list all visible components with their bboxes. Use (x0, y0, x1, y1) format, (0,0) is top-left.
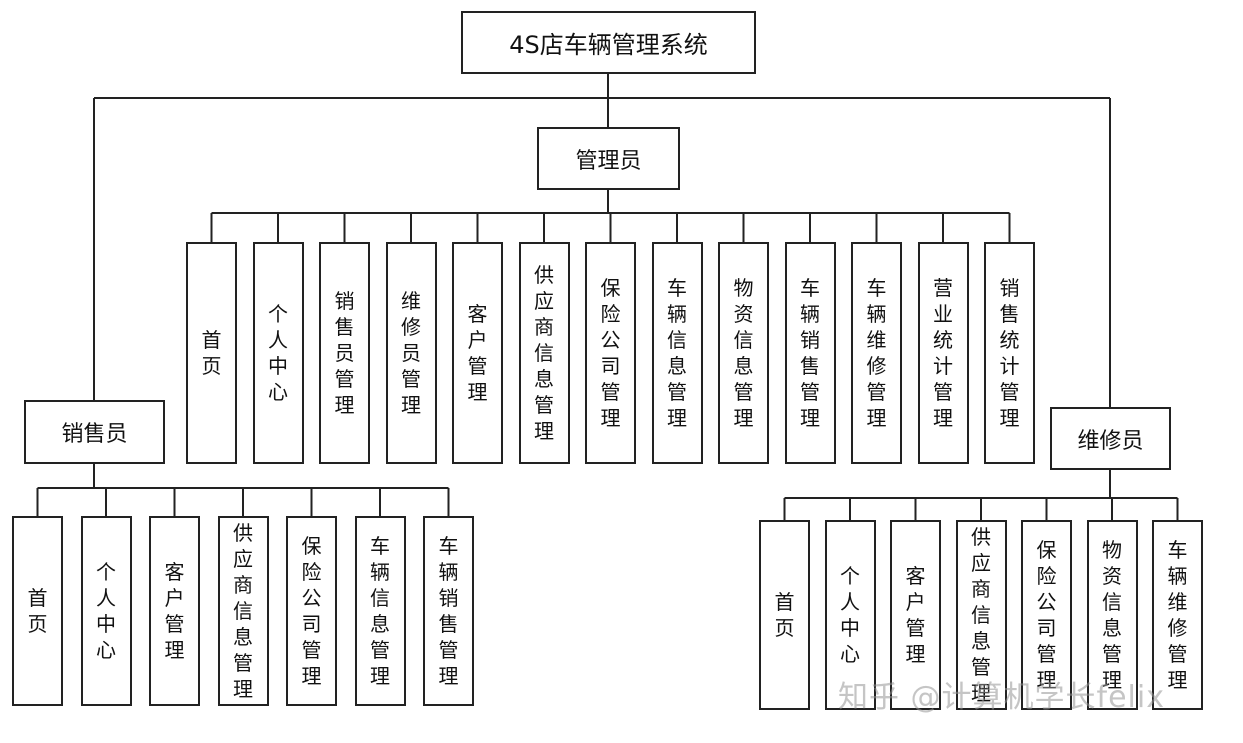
repair-item-2: 个人中心 (824, 520, 876, 710)
sales-item-1: 首页 (12, 516, 63, 706)
admin-item-label: 车辆销售管理 (800, 276, 820, 430)
root-node: 4S店车辆管理系统 (461, 11, 756, 74)
watermark: 知乎 @计算机学长felix (838, 680, 1165, 715)
repair-item-label: 供应商信息管理 (971, 525, 991, 705)
repair-item-label: 首页 (774, 590, 795, 640)
admin-item-11: 车辆维修管理 (851, 242, 902, 464)
admin-item-5: 客户管理 (452, 242, 503, 464)
repair-item-label: 个人中心 (840, 564, 860, 666)
admin-item-6: 供应商信息管理 (518, 242, 570, 464)
sales-item-label: 客户管理 (164, 560, 185, 662)
admin-item-9: 物资信息管理 (718, 242, 769, 464)
sales-item-2: 个人中心 (80, 516, 132, 706)
admin-item-label: 车辆信息管理 (667, 276, 687, 430)
admin-node-label: 管理员 (575, 148, 642, 174)
sales-node: 销售员 (24, 400, 165, 464)
sales-item-4: 供应商信息管理 (217, 516, 269, 706)
repair-item-label: 车辆维修管理 (1167, 538, 1188, 692)
sales-item-label: 供应商信息管理 (233, 521, 253, 701)
sales-item-label: 个人中心 (96, 560, 116, 662)
repair-node-label: 维修员 (1077, 428, 1144, 454)
admin-item-4: 维修员管理 (385, 242, 437, 464)
repair-item-4: 供应商信息管理 (955, 520, 1007, 710)
admin-item-label: 销售员管理 (334, 289, 355, 417)
sales-node-label: 销售员 (61, 422, 128, 447)
admin-item-label: 供应商信息管理 (534, 263, 554, 443)
admin-item-label: 销售统计管理 (999, 276, 1020, 430)
admin-node: 管理员 (537, 127, 680, 190)
root-node-label: 4S店车辆管理系统 (509, 31, 708, 59)
admin-item-label: 客户管理 (467, 302, 488, 404)
sales-item-label: 首页 (27, 586, 48, 636)
repair-item-label: 客户管理 (905, 564, 926, 666)
admin-item-label: 首页 (201, 328, 222, 378)
repair-item-label: 物资信息管理 (1102, 538, 1122, 692)
sales-item-6: 车辆信息管理 (354, 516, 406, 706)
repair-item-6: 物资信息管理 (1086, 520, 1138, 710)
admin-item-7: 保险公司管理 (585, 242, 636, 464)
admin-item-3: 销售员管理 (319, 242, 370, 464)
repair-item-1: 首页 (759, 520, 810, 710)
admin-item-label: 车辆维修管理 (866, 276, 887, 430)
admin-item-label: 物资信息管理 (733, 276, 754, 430)
sales-item-5: 保险公司管理 (286, 516, 337, 706)
sales-item-3: 客户管理 (149, 516, 200, 706)
repair-item-label: 保险公司管理 (1036, 538, 1057, 692)
sales-item-label: 车辆销售管理 (438, 534, 459, 688)
admin-item-label: 维修员管理 (401, 289, 421, 417)
admin-item-12: 营业统计管理 (917, 242, 969, 464)
admin-item-label: 营业统计管理 (933, 276, 953, 430)
admin-item-10: 车辆销售管理 (784, 242, 836, 464)
sales-item-label: 保险公司管理 (301, 534, 322, 688)
admin-item-2: 个人中心 (252, 242, 304, 464)
repair-item-7: 车辆维修管理 (1152, 520, 1203, 710)
sales-item-7: 车辆销售管理 (423, 516, 474, 706)
repair-item-3: 客户管理 (890, 520, 941, 710)
repair-item-5: 保险公司管理 (1021, 520, 1072, 710)
admin-item-label: 个人中心 (268, 302, 288, 404)
admin-item-1: 首页 (186, 242, 237, 464)
admin-item-label: 保险公司管理 (600, 276, 621, 430)
admin-item-8: 车辆信息管理 (651, 242, 703, 464)
sales-item-label: 车辆信息管理 (370, 534, 390, 688)
admin-item-13: 销售统计管理 (984, 242, 1035, 464)
repair-node: 维修员 (1050, 407, 1171, 470)
